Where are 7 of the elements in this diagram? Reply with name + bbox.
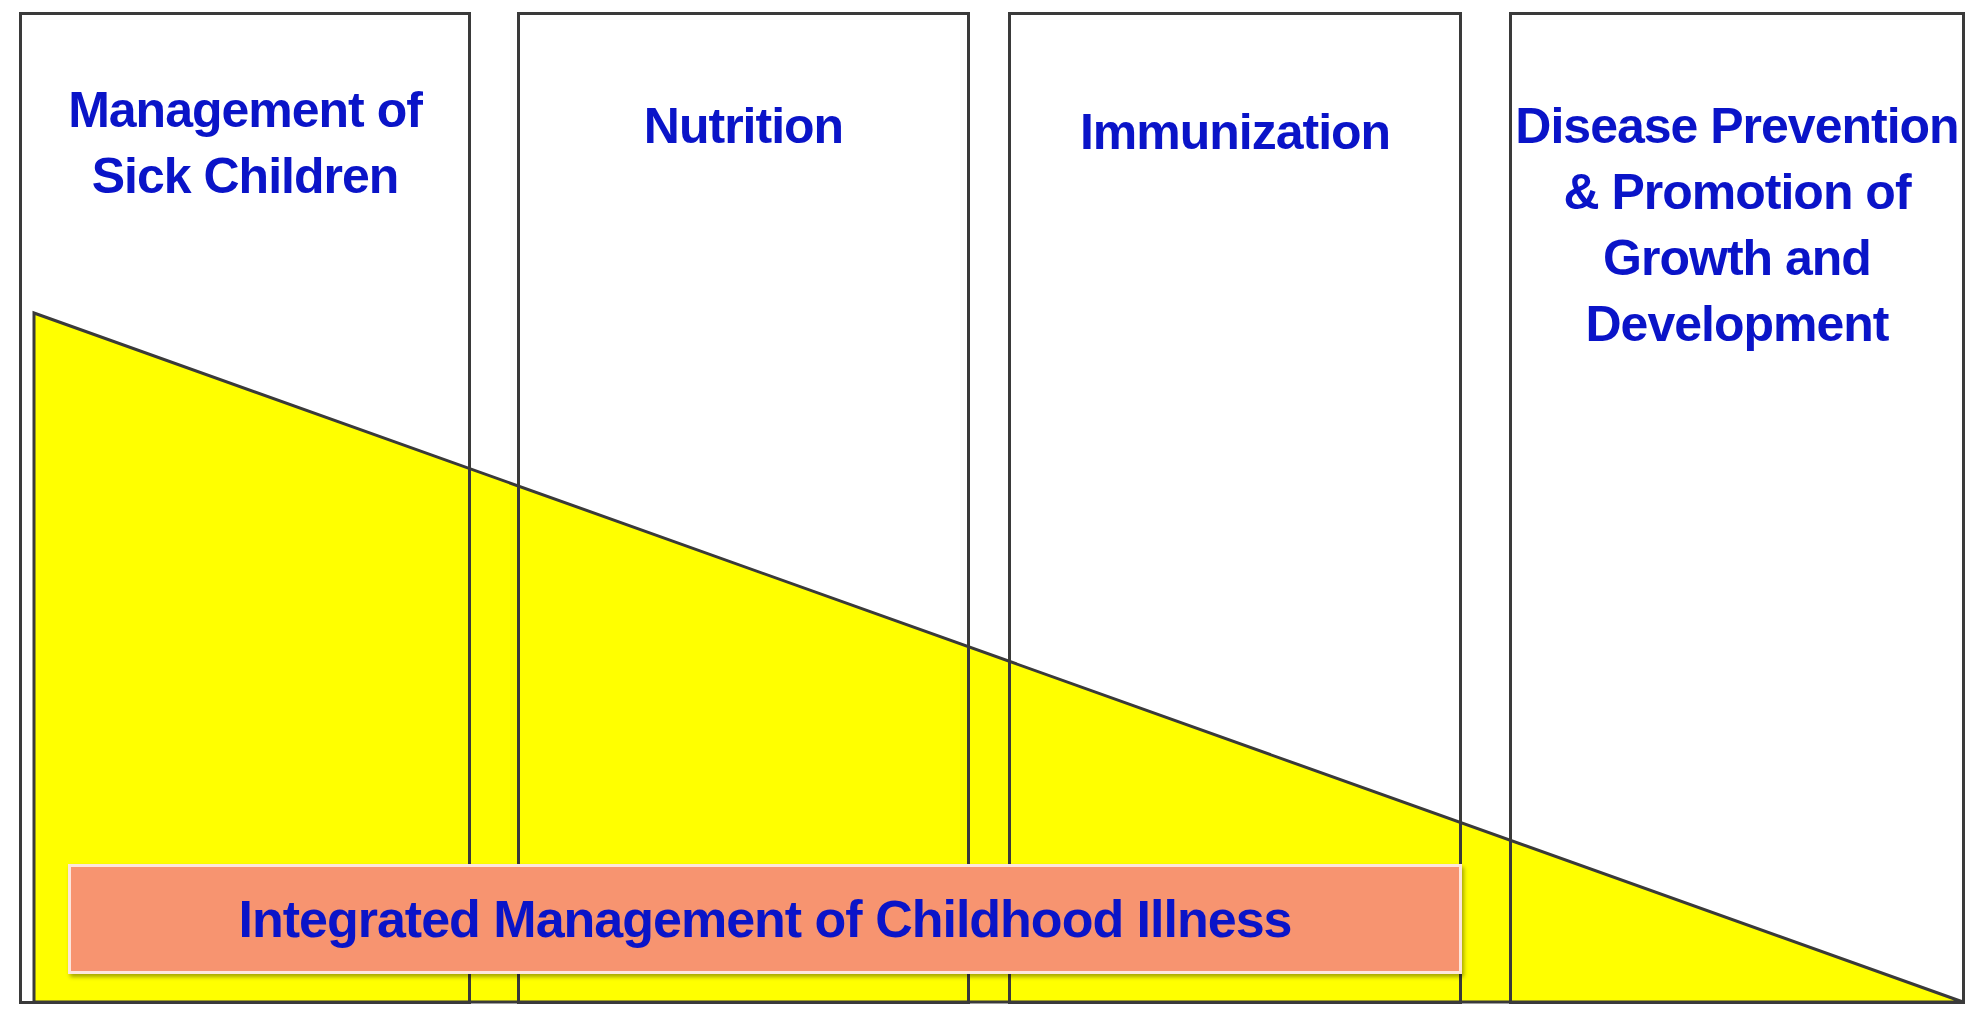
column-heading: Nutrition (642, 97, 845, 156)
column-box (1509, 12, 1965, 1004)
column-heading: Immunization (1078, 103, 1392, 162)
column-heading: Management of Sick Children (67, 81, 424, 206)
column-heading: Disease Prevention & Promotion of Growth and Development (1514, 97, 1960, 354)
banner-box (68, 864, 1462, 974)
banner-text: Integrated Management of Childhood Illness (238, 889, 1292, 949)
